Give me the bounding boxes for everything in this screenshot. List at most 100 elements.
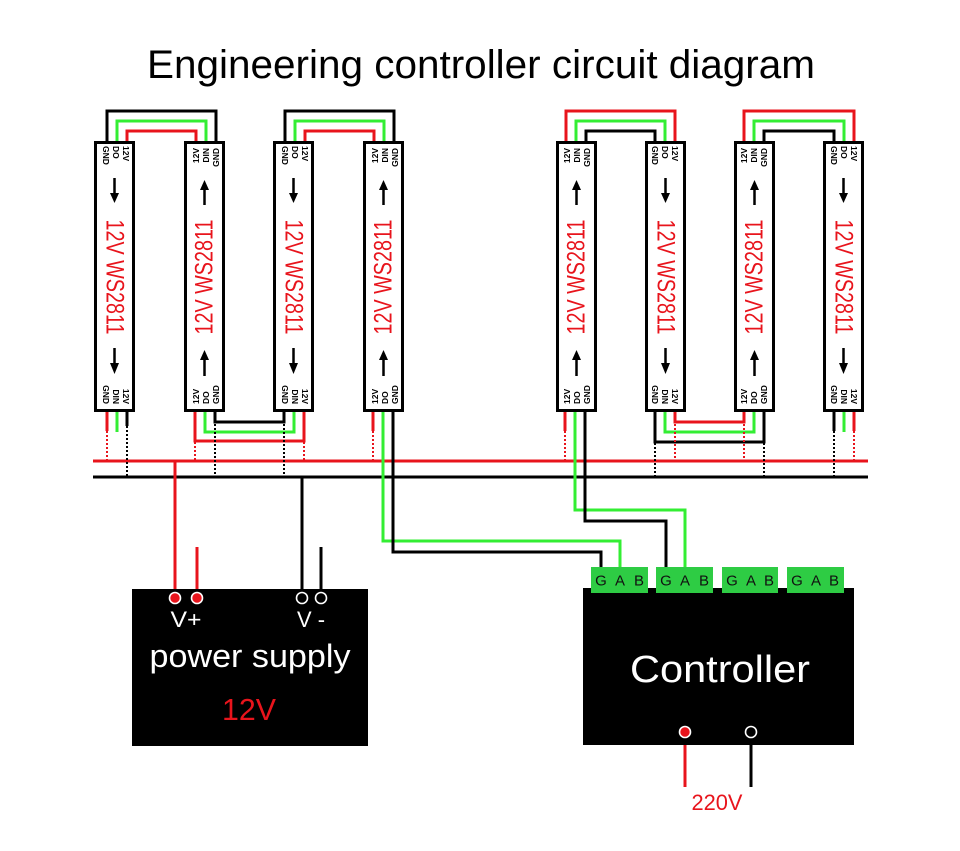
top-pin-label: 12V <box>370 148 380 163</box>
wire-power-strip3-strip4 <box>303 129 376 141</box>
top-pin-label: GND <box>211 148 221 167</box>
top-pin-label: DIN <box>572 148 582 163</box>
wire-data-strip7-strip8 <box>752 119 846 141</box>
wire-ground-strip7-strip8 <box>762 129 836 141</box>
arrow-up-icon <box>379 180 388 205</box>
strip-model-label: 12V WS2811 <box>741 220 769 335</box>
wire-data-strip3-strip4 <box>293 119 386 141</box>
wire-ground-strip6-strip7 <box>653 412 766 444</box>
strip-model-label: 12V WS2811 <box>563 220 591 335</box>
strip-model-label: 12V WS2811 <box>830 220 858 335</box>
arrow-up-icon <box>572 180 581 205</box>
top-pin-label: GND <box>390 148 400 167</box>
power-supply-label: power supply <box>150 638 351 674</box>
port-pin-label: G <box>726 573 738 590</box>
top-pin-label: GND <box>829 146 839 165</box>
wire-power-strip6-strip7 <box>673 412 746 424</box>
bottom-pin-label: GND <box>650 385 660 404</box>
wire-ground-strip4-controller <box>391 412 603 567</box>
controller-port-4: G A B <box>787 567 844 593</box>
bottom-pin-label: 12V <box>739 389 749 404</box>
bottom-pin-label: GND <box>211 385 221 404</box>
positive-terminal-label: V+ <box>171 607 202 632</box>
port-pin-label: B <box>764 573 774 590</box>
top-pin-label: DIN <box>201 148 211 163</box>
port-pin-label: A <box>680 573 690 590</box>
top-pin-label: 12V <box>300 146 310 161</box>
arrow-down-icon <box>110 348 119 374</box>
bottom-pin-label: 12V <box>562 389 572 404</box>
top-pin-label: DO <box>111 146 121 159</box>
top-pin-label: 12V <box>670 146 680 161</box>
bottom-pin-label: GND <box>759 385 769 404</box>
positive-terminal-1 <box>168 591 182 605</box>
port-pin-label: A <box>746 573 756 590</box>
negative-terminal-1 <box>295 591 309 605</box>
top-pin-label: DO <box>290 146 300 159</box>
arrow-up-icon <box>200 350 209 376</box>
bottom-pin-label: DO <box>201 391 211 404</box>
wire-ground-strip5-strip6 <box>584 129 657 141</box>
port-pin-label: G <box>660 573 672 590</box>
led-strip-3: 12V DO GND 12V WS2811 12V DIN GND <box>273 141 314 412</box>
port-pin-label: G <box>791 573 803 590</box>
top-pin-label: DIN <box>749 148 759 163</box>
top-wires <box>105 109 856 141</box>
led-strip-5: 12V DIN GND 12V WS2811 12V DO GND <box>556 141 597 412</box>
controller-body <box>583 588 854 745</box>
port-pin-label: B <box>699 573 709 590</box>
wire-data-strip4-controller <box>381 412 622 567</box>
strip-body <box>273 141 314 412</box>
top-pin-label: DO <box>660 146 670 159</box>
led-strip-6: 12V DO GND 12V WS2811 12V DIN GND <box>645 141 686 412</box>
top-pin-label: 12V <box>191 148 201 163</box>
mains-voltage-label: 220V <box>692 790 743 815</box>
bottom-pin-label: DO <box>572 391 582 404</box>
wire-data-strip1-strip2 <box>115 119 208 141</box>
led-strip-4: 12V DIN GND 12V WS2811 12V DO GND <box>363 141 404 412</box>
wire-data-strip2-strip3 <box>203 412 296 434</box>
arrow-down-icon <box>289 348 298 374</box>
bottom-pin-label: 12V <box>670 389 680 404</box>
controller-port-1: G A B <box>591 567 648 593</box>
arrow-down-icon <box>289 178 298 203</box>
controller-label: Controller <box>630 649 810 691</box>
arrow-up-icon <box>750 180 759 205</box>
bottom-pin-label: 12V <box>121 389 131 404</box>
top-pin-label: GND <box>280 146 290 165</box>
wire-data-strip6-strip7 <box>663 412 756 434</box>
top-pin-label: GND <box>582 148 592 167</box>
bottom-pin-label: DIN <box>660 389 670 404</box>
port-connector <box>591 567 648 593</box>
led-strip-1: 12V DO GND 12V WS2811 12V DIN GND <box>94 141 135 412</box>
bottom-pin-label: DIN <box>290 389 300 404</box>
strip-model-label: 12V WS2811 <box>280 220 308 335</box>
wire-ground-strip3-strip4 <box>283 109 396 141</box>
negative-terminal-label: V - <box>297 607 325 632</box>
bottom-pin-label: GND <box>390 385 400 404</box>
mains-live-terminal <box>678 725 692 739</box>
arrow-up-icon <box>379 350 388 376</box>
top-pin-label: 12V <box>562 148 572 163</box>
top-pin-label: GND <box>101 146 111 165</box>
wire-power-strip2-strip3 <box>193 412 306 443</box>
led-strip-7: 12V DIN GND 12V WS2811 12V DO GND <box>734 141 775 412</box>
controller-port-2: G A B <box>656 567 713 593</box>
port-pin-label: G <box>595 573 607 590</box>
port-connector <box>787 567 844 593</box>
controller-port-3: G A B <box>722 567 778 593</box>
wire-data-strip5-strip6 <box>574 119 667 141</box>
controller: G A B G A B G A B G A B Controller <box>583 567 854 745</box>
led-strip-2: 12V DIN GND 12V WS2811 12V DO GND <box>184 141 225 412</box>
port-pin-label: A <box>811 573 821 590</box>
negative-terminal-2 <box>314 591 328 605</box>
top-pin-label: GND <box>759 148 769 167</box>
bottom-pin-label: 12V <box>370 389 380 404</box>
wire-ground-strip1-strip2 <box>105 109 218 141</box>
port-pin-label: B <box>829 573 839 590</box>
strip-model-label: 12V WS2811 <box>191 220 219 335</box>
port-connector <box>656 567 713 593</box>
bottom-pin-label: 12V <box>849 389 859 404</box>
strip-model-label: 12V WS2811 <box>101 220 129 335</box>
led-strip-8: 12V DO GND 12V WS2811 12V DIN GND <box>823 141 864 412</box>
